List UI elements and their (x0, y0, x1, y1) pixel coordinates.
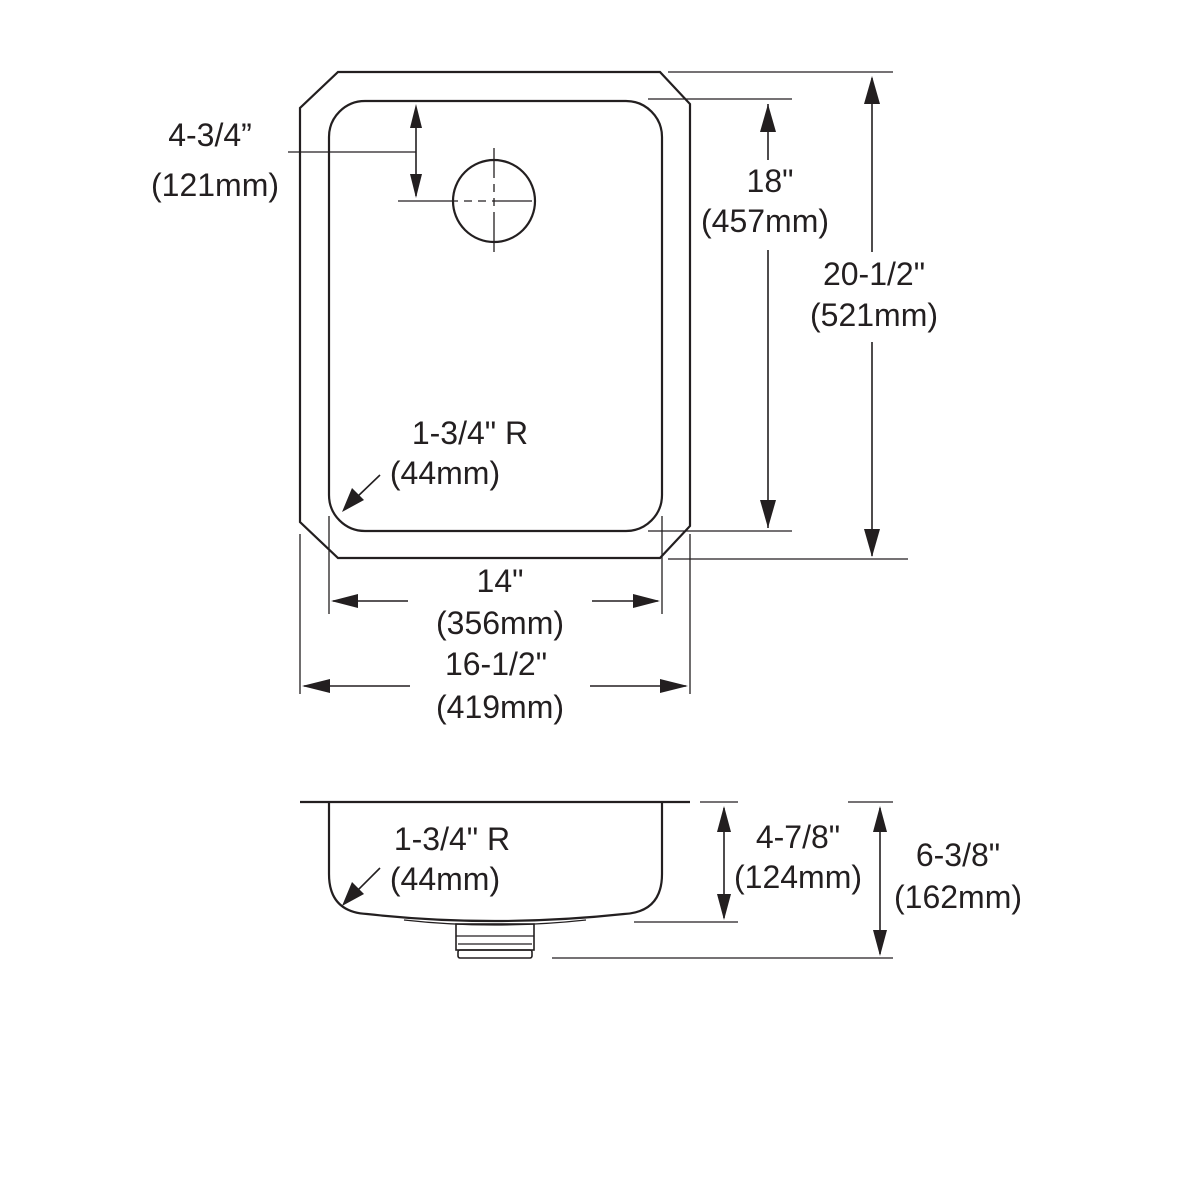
bowl-length-arrow-down (760, 500, 776, 528)
corner-radius-metric: (44mm) (390, 455, 500, 491)
side-bowl-profile (327, 802, 664, 923)
overall-depth-arrow-down (873, 930, 887, 956)
overall-width-imperial: 16-1/2" (445, 646, 547, 682)
overall-width-metric: (419mm) (436, 689, 564, 725)
corner-radius-arrow (342, 488, 364, 512)
overall-depth-metric: (162mm) (894, 879, 1022, 915)
side-drain-body (455, 923, 535, 951)
overall-length-imperial: 20-1/2" (823, 256, 925, 292)
overall-depth-imperial: 6-3/8" (916, 837, 1000, 873)
overall-width-arrow-right (660, 679, 688, 693)
side-corner-radius-arrow (342, 882, 364, 906)
bowl-depth-arrow-down (717, 894, 731, 920)
bowl-width-metric: (356mm) (436, 605, 564, 641)
top-view: 4-3/4” (121mm) 18" (457mm) 20-1/2" (521m… (151, 70, 938, 725)
bowl-length-imperial: 18" (747, 163, 794, 199)
corner-radius-imperial: 1-3/4" R (412, 415, 528, 451)
overall-depth-arrow-up (873, 806, 887, 832)
sink-outer-rim (298, 70, 692, 560)
side-view: 1-3/4" R (44mm) 4-7/8" (124mm) 6-3/8" (1… (300, 800, 1022, 959)
sink-bowl-outline (327, 99, 664, 533)
side-bowl-bottom-inner (403, 919, 587, 926)
side-corner-radius-imperial: 1-3/4" R (394, 821, 510, 857)
bowl-width-arrow-left (331, 594, 358, 608)
corner-radius-leader (355, 474, 381, 499)
drain-offset-arrow-down (410, 174, 422, 198)
bowl-depth-metric: (124mm) (734, 859, 862, 895)
drain-offset-arrow-up (410, 104, 422, 128)
overall-width-arrow-left (302, 679, 330, 693)
drain-offset-metric: (121mm) (151, 167, 279, 203)
side-corner-radius-metric: (44mm) (390, 861, 500, 897)
bowl-width-arrow-right (633, 594, 660, 608)
side-corner-radius-leader (355, 867, 381, 893)
bowl-length-arrow-up (760, 104, 776, 132)
bowl-depth-imperial: 4-7/8" (756, 819, 840, 855)
bowl-width-imperial: 14" (477, 563, 524, 599)
overall-length-arrow-down (864, 529, 880, 557)
overall-length-arrow-up (864, 76, 880, 104)
overall-length-metric: (521mm) (810, 297, 938, 333)
drain-offset-imperial: 4-3/4” (168, 117, 252, 153)
side-drain-cap (457, 949, 533, 959)
bowl-length-metric: (457mm) (701, 203, 829, 239)
bowl-depth-arrow-up (717, 806, 731, 832)
